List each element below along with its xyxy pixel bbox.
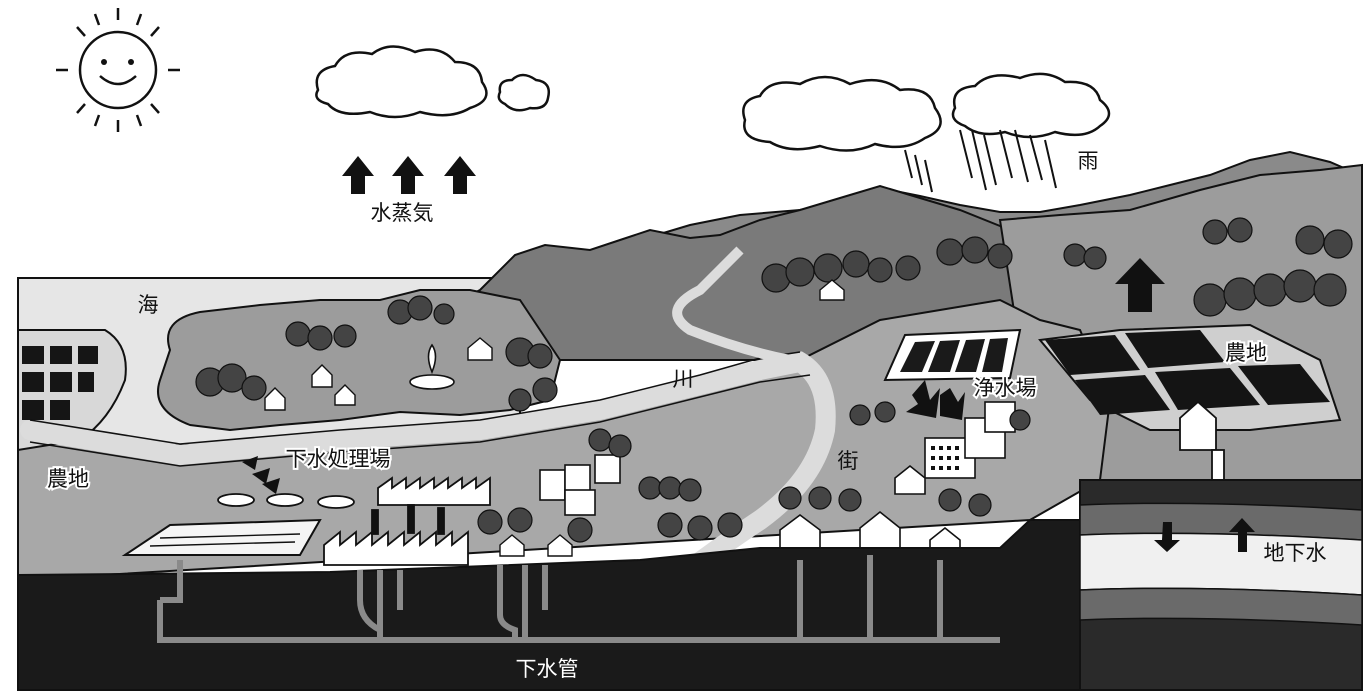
farmland-left — [17, 329, 127, 452]
fountain-icon — [409, 343, 455, 390]
factory-row-lower — [323, 504, 469, 566]
label-sewage-plant: 下水処理場 — [286, 447, 391, 471]
town-buildings — [539, 401, 1016, 557]
purification-tanks — [883, 328, 1022, 382]
farmland-right — [1038, 323, 1342, 431]
evaporation-arrow-icon — [1115, 258, 1165, 312]
label-river: 川 — [673, 367, 694, 391]
vapor-arrows-icon — [342, 156, 476, 194]
factory-row-upper — [377, 476, 491, 506]
river-upper — [672, 246, 791, 365]
label-water-purification-plant: 浄水場 — [974, 376, 1037, 400]
sewage-arrows-icon — [242, 456, 280, 494]
rain-streaks — [904, 129, 1057, 193]
underground-layer — [17, 519, 1081, 691]
label-farmland-right: 農地 — [1225, 341, 1267, 365]
label-farmland-left: 農地 — [47, 467, 89, 491]
rain-cloud-icon — [742, 72, 1111, 152]
town-window-grid — [931, 446, 959, 470]
sun-icon — [56, 8, 180, 132]
tree-clusters — [195, 217, 1353, 543]
groundwater-arrows-icon — [1154, 518, 1255, 552]
sewer-pipes — [157, 555, 1000, 643]
label-water-vapor: 水蒸気 — [371, 201, 434, 225]
cloud-icon-left — [315, 45, 550, 119]
label-rain: 雨 — [1078, 149, 1099, 173]
label-sea: 海 — [138, 293, 159, 317]
label-sewer-pipe: 下水管 — [516, 657, 579, 681]
groundwater-strata — [1079, 479, 1363, 691]
label-groundwater: 地下水 — [1264, 541, 1327, 565]
purification-arrows-icon — [906, 380, 965, 420]
sewage-treatment-plant — [121, 493, 355, 556]
label-town: 街 — [838, 449, 859, 473]
land-peninsula — [157, 289, 562, 432]
houses — [264, 279, 845, 557]
